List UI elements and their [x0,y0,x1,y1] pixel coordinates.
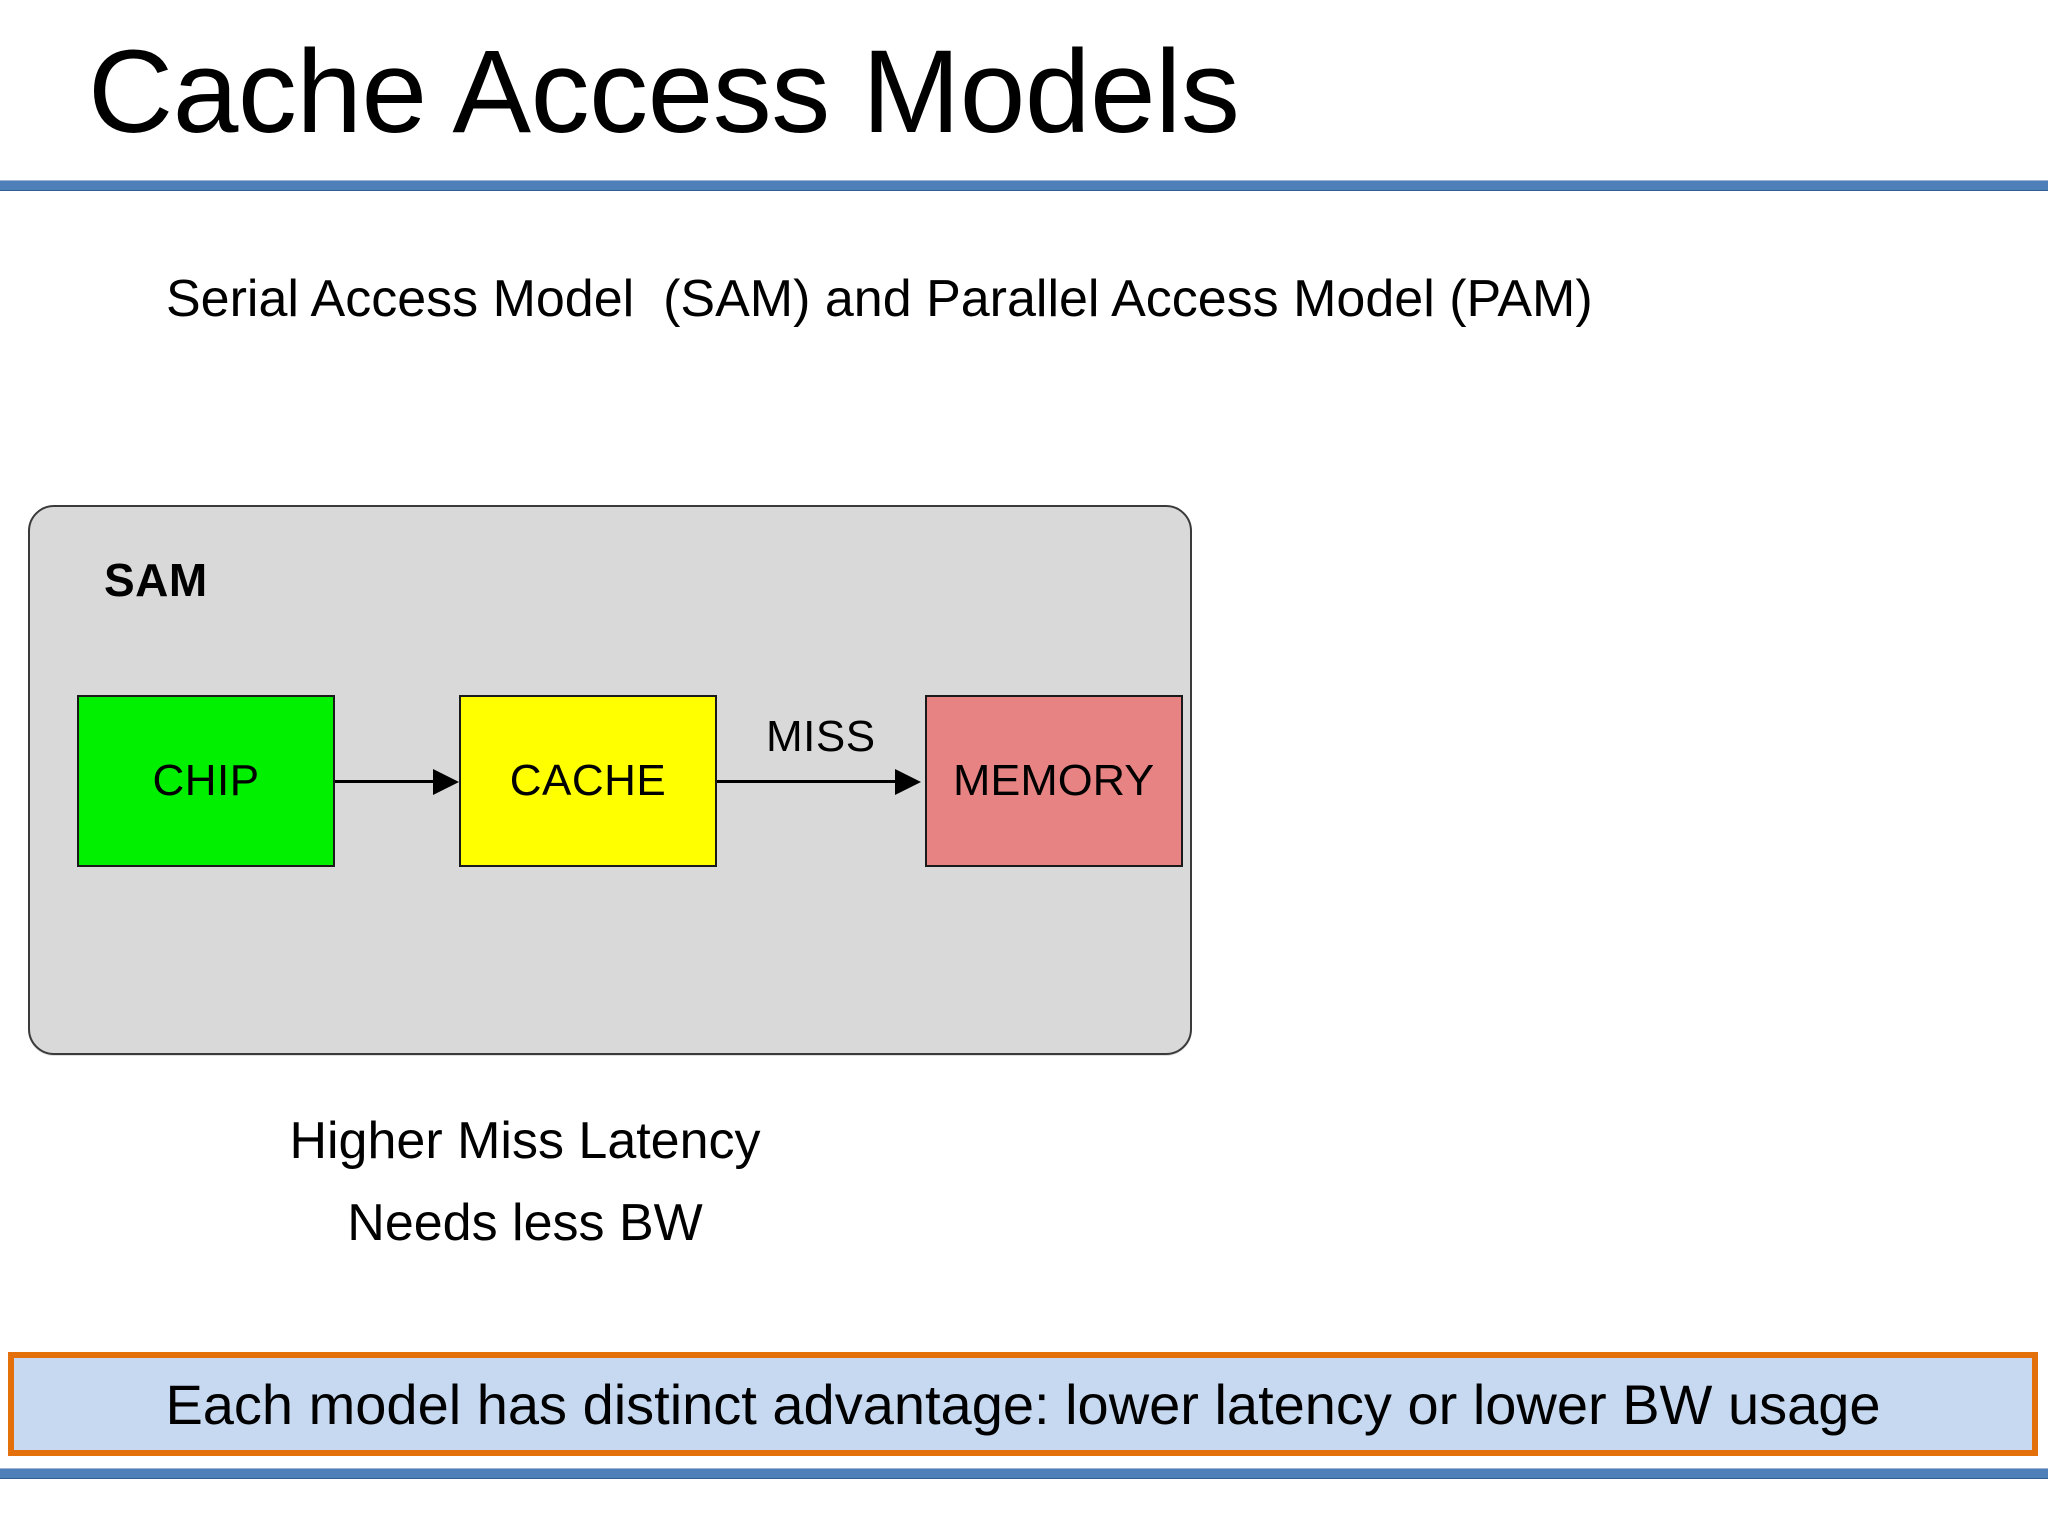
edge-cache-to-memory-line [717,780,897,783]
sam-panel-label: SAM [104,554,208,606]
edge-chip-to-cache-line [335,780,435,783]
summary-banner-text: Each model has distinct advantage: lower… [165,1372,1881,1436]
node-cache-label: CACHE [509,756,667,805]
page-title: Cache Access Models [88,26,1240,158]
node-chip: CHIP [77,695,335,867]
node-memory-label: MEMORY [953,756,1155,805]
sam-caption: Higher Miss Latency Needs less BW [110,1100,940,1264]
node-chip-label: CHIP [152,756,260,805]
sam-diagram-panel: SAM CHIP CACHE MISS MEMORY [28,505,1192,1055]
node-cache: CACHE [459,695,717,867]
arrow-head-icon [433,769,459,795]
sam-caption-line-1: Higher Miss Latency [289,1112,761,1170]
sam-caption-line-2: Needs less BW [347,1194,703,1252]
title-divider-rule [0,180,2048,191]
arrow-head-icon [895,769,921,795]
footer-divider-rule [0,1468,2048,1479]
slide-subtitle: Serial Access Model (SAM) and Parallel A… [166,270,1593,328]
edge-label-miss: MISS [766,712,876,761]
summary-banner: Each model has distinct advantage: lower… [8,1352,2038,1456]
node-memory: MEMORY [925,695,1183,867]
